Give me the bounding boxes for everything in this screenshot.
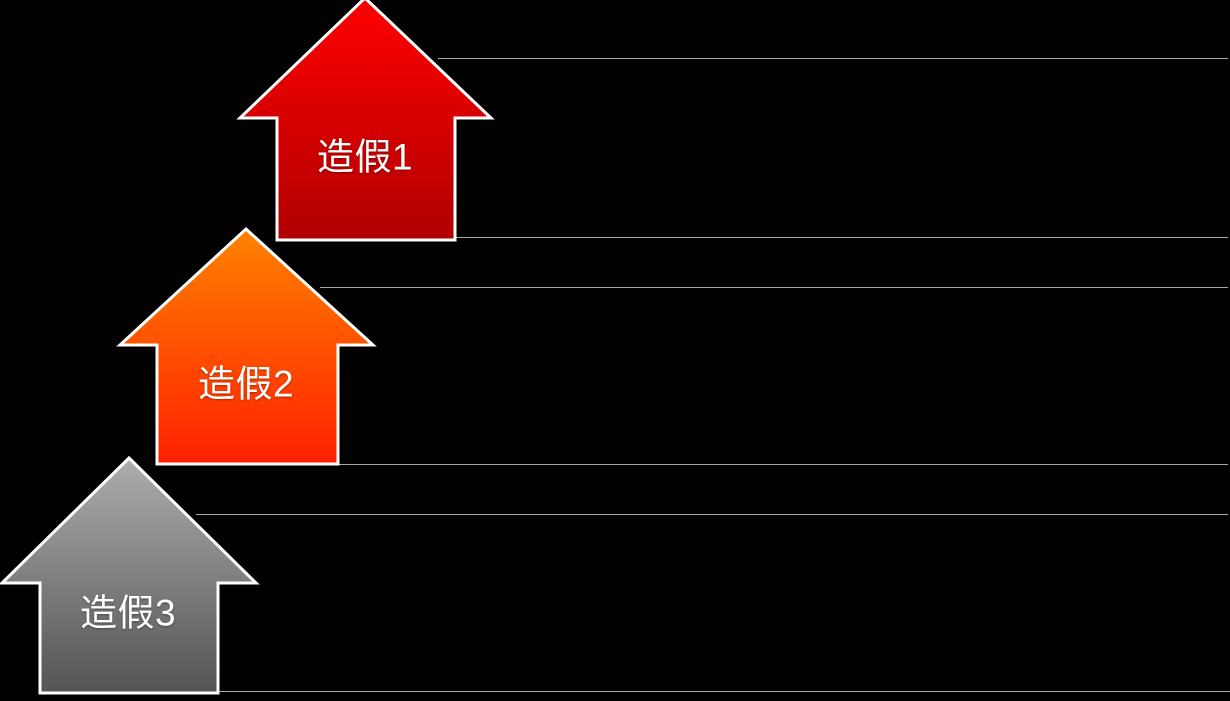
callout-rule	[438, 58, 1228, 59]
up-arrow-shape-1[interactable]	[236, 0, 495, 242]
arrow-polygon	[0, 455, 260, 695]
callout-rule	[320, 287, 1228, 288]
callout-rule	[218, 691, 1230, 692]
arrow-label-2: 造假2	[197, 363, 295, 405]
up-arrow-shape-2[interactable]	[116, 226, 377, 466]
arrow-label-1: 造假1	[316, 136, 414, 178]
arrow-label-3: 造假3	[79, 592, 177, 634]
callout-rule	[196, 514, 1228, 515]
arrow-polygon	[116, 226, 377, 466]
callout-rule	[337, 464, 1228, 465]
callout-rule	[456, 237, 1228, 238]
up-arrow-shape-3[interactable]	[0, 455, 260, 695]
arrow-polygon	[236, 0, 495, 242]
